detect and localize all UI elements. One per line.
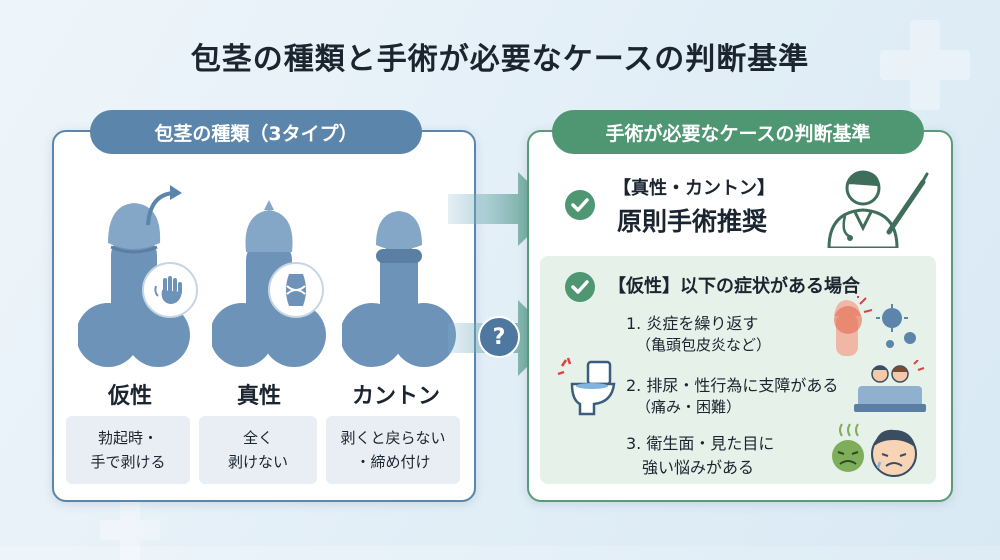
type-label-pseudo: 仮性 [107, 384, 152, 409]
check-icon [565, 272, 595, 302]
decor-cross-top-right [880, 20, 970, 110]
phimosis-pseudo-figure [78, 185, 190, 367]
type-label-paraphimosis: カントン [351, 384, 440, 409]
question-mark: ? [492, 324, 506, 350]
worried-face-icon [832, 423, 917, 477]
true-case-label: 【真性・カントン】 [613, 178, 775, 199]
constriction-icon [268, 262, 324, 318]
true-case-card: 【真性・カントン】 原則手術推奨 [543, 166, 933, 248]
desc-line: 手で剥ける [90, 453, 166, 471]
types-header: 包茎の種類（3タイプ） [90, 110, 422, 154]
desc-line: 全く [242, 429, 273, 447]
type-label-true: 真性 [236, 384, 281, 409]
criterion-1-line1: 1. 炎症を繰り返す [626, 314, 759, 333]
desc-line: 勃起時・ [97, 429, 158, 447]
question-badge: ? [478, 316, 520, 358]
false-case-label: 【仮性】以下の症状がある場合 [608, 276, 860, 297]
decor-cross-bottom-left [100, 500, 160, 560]
check-icon [565, 190, 595, 220]
criterion-3-line2: 強い悩みがある [642, 458, 755, 477]
type-desc-true: 全く 剥けない [199, 416, 317, 484]
toilet-icon [557, 357, 616, 416]
paraphimosis-figure [342, 211, 456, 367]
criterion-1-line2: （亀頭包皮炎など） [636, 336, 772, 354]
inflammation-icon [834, 296, 916, 356]
desc-line: 剥けない [227, 453, 288, 471]
false-case-card: 【仮性】以下の症状がある場合 1. 炎症を繰り返す （亀頭包皮炎など） 2. 排… [540, 256, 936, 484]
desc-line: ・締め付け [355, 453, 431, 471]
criteria-header: 手術が必要なケースの判断基準 [552, 110, 924, 154]
criterion-3-line1: 3. 衛生面・見た目に [626, 434, 775, 453]
criterion-2-line1: 2. 排尿・性行為に支障がある [626, 376, 839, 395]
page-title: 包茎の種類と手術が必要なケースの判断基準 [190, 42, 810, 77]
criterion-2-line2: （痛み・困難） [636, 398, 742, 416]
type-desc-pseudo: 勃起時・ 手で剥ける [66, 416, 190, 484]
couple-in-bed-icon [854, 360, 926, 412]
doctor-icon [827, 170, 929, 248]
hand-icon [142, 262, 198, 318]
type-desc-paraphimosis: 剥くと戻らない ・締め付け [326, 416, 460, 484]
desc-line: 剥くと戻らない [340, 429, 446, 447]
true-case-verdict: 原則手術推奨 [617, 207, 768, 236]
